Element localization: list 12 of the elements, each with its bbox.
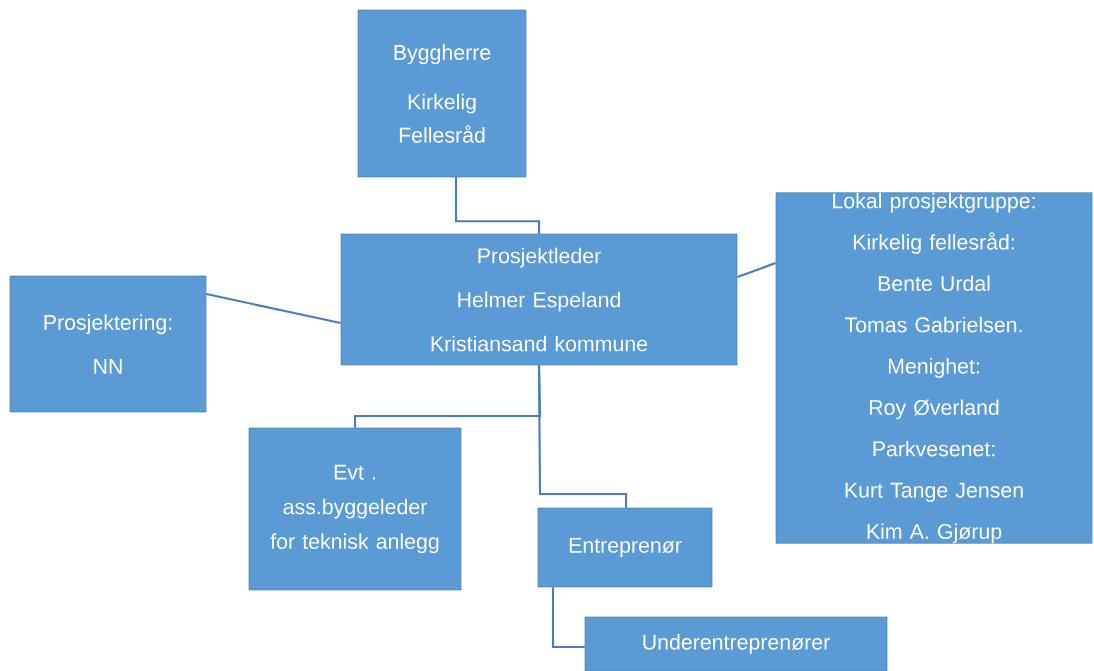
org-box: Byggherre Kirkelig Fellesråd	[357, 9, 527, 178]
connector-line	[454, 177, 541, 234]
connector-line	[737, 262, 777, 278]
org-box: Lokal prosjektgruppe: Kirkelig fellesråd: Bente Urdal Tomas Gabrielsen. Menighet: Roy Øverland Parkvesenet: Kurt Tange Jensen Kim A. Gjørup	[775, 192, 1093, 544]
connector-line	[537, 365, 628, 508]
connector-line	[206, 292, 341, 325]
org-box: Prosjektering: NN	[9, 275, 207, 413]
org-box: Underentreprenører	[584, 616, 888, 671]
org-box: Prosjektleder Helmer Espeland Kristiansand kommune	[340, 233, 738, 366]
org-box: Evt . ass.byggeleder for teknisk anlegg	[248, 427, 462, 591]
connector-line	[551, 587, 585, 649]
org-box: Entreprenør	[537, 507, 713, 588]
